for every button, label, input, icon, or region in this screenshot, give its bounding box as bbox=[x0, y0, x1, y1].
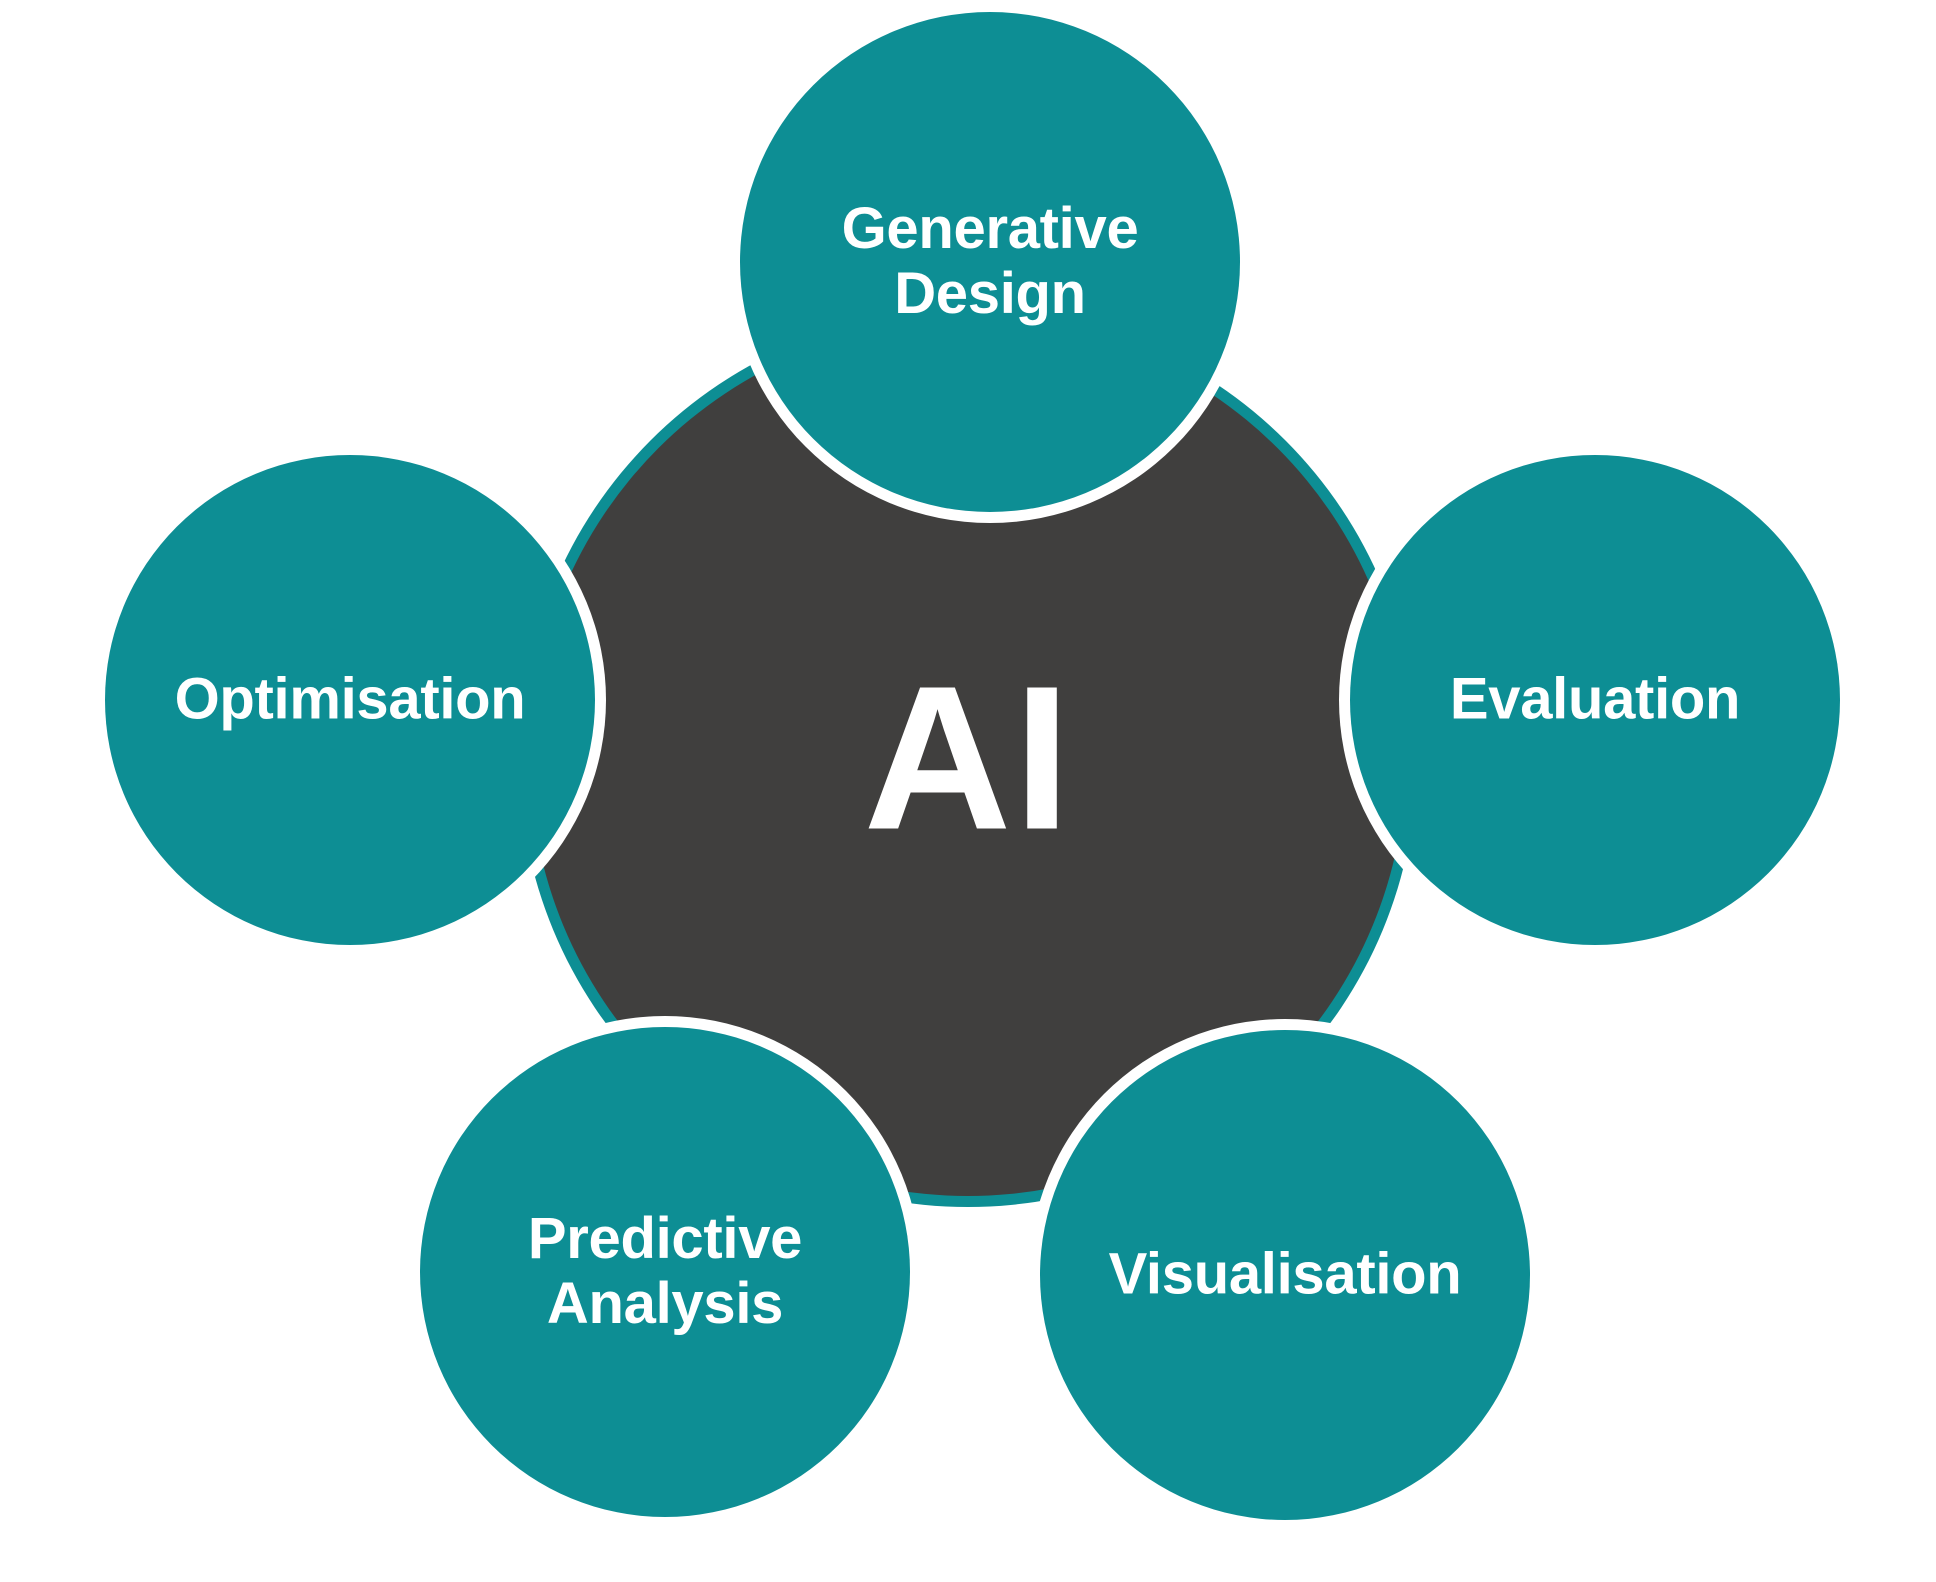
node-circle-generative-design[interactable] bbox=[740, 12, 1240, 512]
hub-circle bbox=[530, 320, 1406, 1196]
node-circle-evaluation[interactable] bbox=[1350, 455, 1840, 945]
node-circle-visualisation[interactable] bbox=[1040, 1030, 1530, 1520]
satellite-circles bbox=[94, 1, 1851, 1531]
node-circle-predictive-analysis[interactable] bbox=[420, 1027, 910, 1517]
node-circle-optimisation[interactable] bbox=[105, 455, 595, 945]
